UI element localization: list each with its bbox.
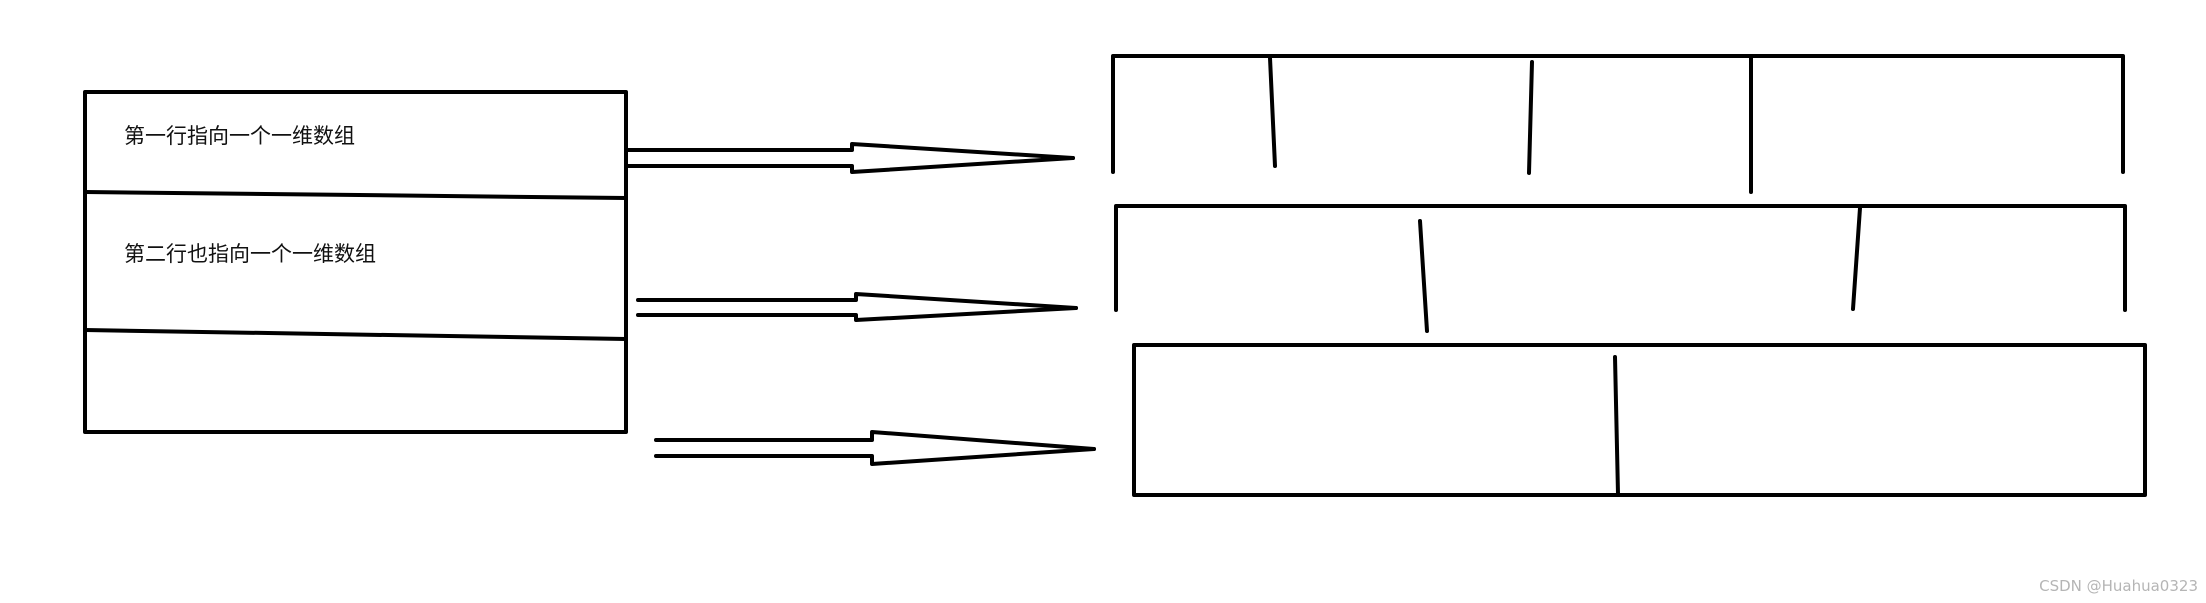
row-2-array-frame (1114, 204, 2127, 312)
row-2-array (1114, 204, 2127, 333)
row-1-array-cell-divider (1268, 56, 1277, 168)
watermark: CSDN @Huahua0323 (2039, 577, 2198, 595)
row-divider-2 (83, 328, 628, 341)
row-pointer-table-frame (83, 90, 628, 434)
pointer-arrow-row-3 (654, 430, 1096, 466)
row-2-array-cell-divider (1851, 206, 1862, 311)
row-3-array-cell-divider (1613, 355, 1620, 496)
row-3-array (1132, 343, 2147, 497)
row-1-label: 第一行指向一个一维数组 (124, 124, 355, 148)
row-divider-1 (83, 190, 628, 200)
row-3-array-frame (1132, 343, 2147, 497)
row-1-array-frame (1111, 54, 2125, 174)
row-pointer-table (83, 90, 628, 434)
row-2-label: 第二行也指向一个一维数组 (124, 242, 376, 266)
row-1-array (1111, 54, 2125, 194)
pointer-arrow-row-1 (625, 142, 1075, 174)
row-1-array-cell-divider (1527, 60, 1534, 175)
pointer-arrow-row-2 (636, 292, 1078, 322)
row-2-array-cell-divider (1418, 219, 1429, 333)
